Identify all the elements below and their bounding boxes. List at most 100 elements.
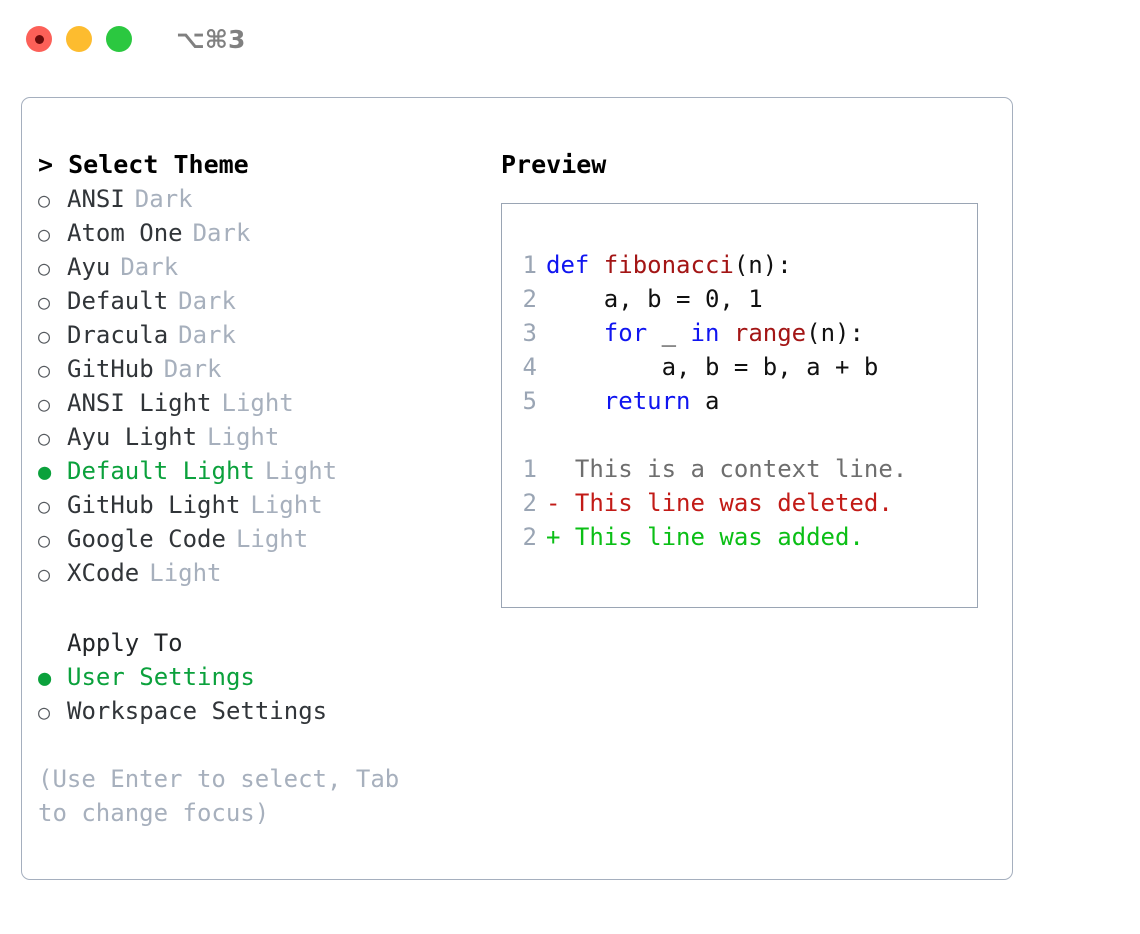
theme-name: Default xyxy=(67,287,169,315)
close-button[interactable] xyxy=(26,26,52,52)
theme-category-badge: Light xyxy=(149,559,222,587)
theme-category-badge: Dark xyxy=(178,321,236,349)
theme-name: Atom One xyxy=(67,219,183,247)
radio-unselected-icon[interactable]: ○ xyxy=(38,392,51,416)
code-token-plain: (n): xyxy=(733,251,792,279)
apply-to-label: Workspace Settings xyxy=(67,697,328,725)
title-bar: ⌥⌘3 xyxy=(0,0,1140,78)
radio-unselected-icon[interactable]: ○ xyxy=(38,324,51,348)
line-number: 2 xyxy=(522,489,537,517)
theme-name: Ayu Light xyxy=(67,423,198,451)
line-number: 1 xyxy=(522,455,537,483)
line-number: 5 xyxy=(522,387,537,415)
keyboard-shortcut-label: ⌥⌘3 xyxy=(176,24,246,54)
line-number: 4 xyxy=(522,353,537,381)
line-number: 1 xyxy=(522,251,537,279)
diff-line: 2 - This line was deleted. xyxy=(502,486,977,520)
radio-unselected-icon[interactable]: ○ xyxy=(38,700,51,724)
theme-category-badge: Light xyxy=(264,457,338,485)
radio-unselected-icon[interactable]: ○ xyxy=(38,528,51,552)
theme-name: XCode xyxy=(67,559,140,587)
code-token-plain xyxy=(546,387,604,415)
theme-category-badge: Dark xyxy=(163,355,222,383)
theme-list-item[interactable]: ○ Atom One Dark xyxy=(38,216,492,250)
code-token-function: fibonacci xyxy=(603,251,734,279)
theme-category-badge: Dark xyxy=(134,185,193,213)
theme-list-item[interactable]: ○ ANSI Dark xyxy=(38,182,492,216)
code-token-plain xyxy=(719,319,733,347)
code-line: 2 a, b = 0, 1 xyxy=(502,282,977,316)
theme-list-item[interactable]: ○ Ayu Dark xyxy=(38,250,492,284)
minimize-button[interactable] xyxy=(66,26,92,52)
theme-list-item[interactable]: ○ Dracula Dark xyxy=(38,318,492,352)
theme-list-item[interactable]: ○ Ayu Light Light xyxy=(38,420,492,454)
maximize-button[interactable] xyxy=(106,26,132,52)
theme-name: ANSI xyxy=(67,185,125,213)
theme-list-item[interactable]: ○ XCode Light xyxy=(38,556,492,590)
theme-name: ANSI Light xyxy=(67,389,212,417)
theme-category-badge: Light xyxy=(207,423,280,451)
code-token-plain: _ xyxy=(647,319,691,347)
diff-line-text-deleted: - This line was deleted. xyxy=(546,489,893,517)
theme-name: Default Light xyxy=(67,457,255,485)
diff-line-text-context: This is a context line. xyxy=(546,455,908,483)
theme-category-badge: Dark xyxy=(192,219,251,247)
diff-line-text-added: + This line was added. xyxy=(546,523,864,551)
code-token-function: range xyxy=(733,319,807,347)
theme-name: Ayu xyxy=(67,253,111,281)
radio-unselected-icon[interactable]: ○ xyxy=(38,494,51,518)
radio-selected-icon[interactable]: ● xyxy=(38,460,52,485)
theme-list-item[interactable]: ○ Default Dark xyxy=(38,284,492,318)
radio-selected-icon[interactable]: ● xyxy=(38,666,52,691)
theme-list-header: > Select Theme xyxy=(38,150,249,179)
code-token-keyword: for xyxy=(603,319,648,347)
theme-category-badge: Dark xyxy=(178,287,236,315)
radio-unselected-icon[interactable]: ○ xyxy=(38,358,51,382)
apply-to-list: ●User Settings ○ Workspace Settings xyxy=(38,660,492,728)
preview-title: Preview xyxy=(501,150,607,179)
code-token-keyword: return xyxy=(603,387,691,415)
code-line: 3 for _ in range(n): xyxy=(502,316,977,350)
theme-list-item[interactable]: ○ ANSI Light Light xyxy=(38,386,492,420)
code-token-keyword: def xyxy=(546,251,604,279)
theme-list-item[interactable]: ● Default Light Light xyxy=(38,454,492,488)
line-number: 2 xyxy=(522,523,537,551)
diff-sample: 1 This is a context line. 2 - This line wa… xyxy=(502,452,977,554)
theme-name: GitHub xyxy=(67,355,154,383)
radio-unselected-icon[interactable]: ○ xyxy=(38,222,51,246)
section-spacer xyxy=(38,590,492,626)
code-line-text: return a xyxy=(546,384,720,418)
radio-unselected-icon[interactable]: ○ xyxy=(38,562,51,586)
line-number: 2 xyxy=(522,285,537,313)
radio-unselected-icon[interactable]: ○ xyxy=(38,256,51,280)
keyboard-hint-text: (Use Enter to select, Tab to change focu… xyxy=(38,765,400,827)
apply-to-option[interactable]: ○ Workspace Settings xyxy=(38,694,492,728)
apply-to-option[interactable]: ●User Settings xyxy=(38,660,492,694)
code-line-text: a, b = 0, 1 xyxy=(546,282,763,316)
theme-category-badge: Light xyxy=(250,491,323,519)
theme-category-badge: Dark xyxy=(120,253,179,281)
diff-line: 1 This is a context line. xyxy=(502,452,977,486)
theme-list-item[interactable]: ○ GitHub Dark xyxy=(38,352,492,386)
theme-name: Dracula xyxy=(67,321,169,349)
code-line: 1 def fibonacci(n): xyxy=(502,248,977,282)
line-number: 3 xyxy=(522,319,537,347)
code-token-plain: a xyxy=(690,387,720,415)
code-line-text: a, b = b, a + b xyxy=(546,350,879,384)
theme-category-badge: Light xyxy=(221,389,294,417)
code-token-plain: a, b = 0, 1 xyxy=(546,285,763,313)
radio-unselected-icon[interactable]: ○ xyxy=(38,188,51,212)
radio-unselected-icon[interactable]: ○ xyxy=(38,426,51,450)
radio-unselected-icon[interactable]: ○ xyxy=(38,290,51,314)
window-controls xyxy=(26,26,132,52)
code-token-plain xyxy=(546,319,604,347)
code-token-plain: (n): xyxy=(806,319,864,347)
